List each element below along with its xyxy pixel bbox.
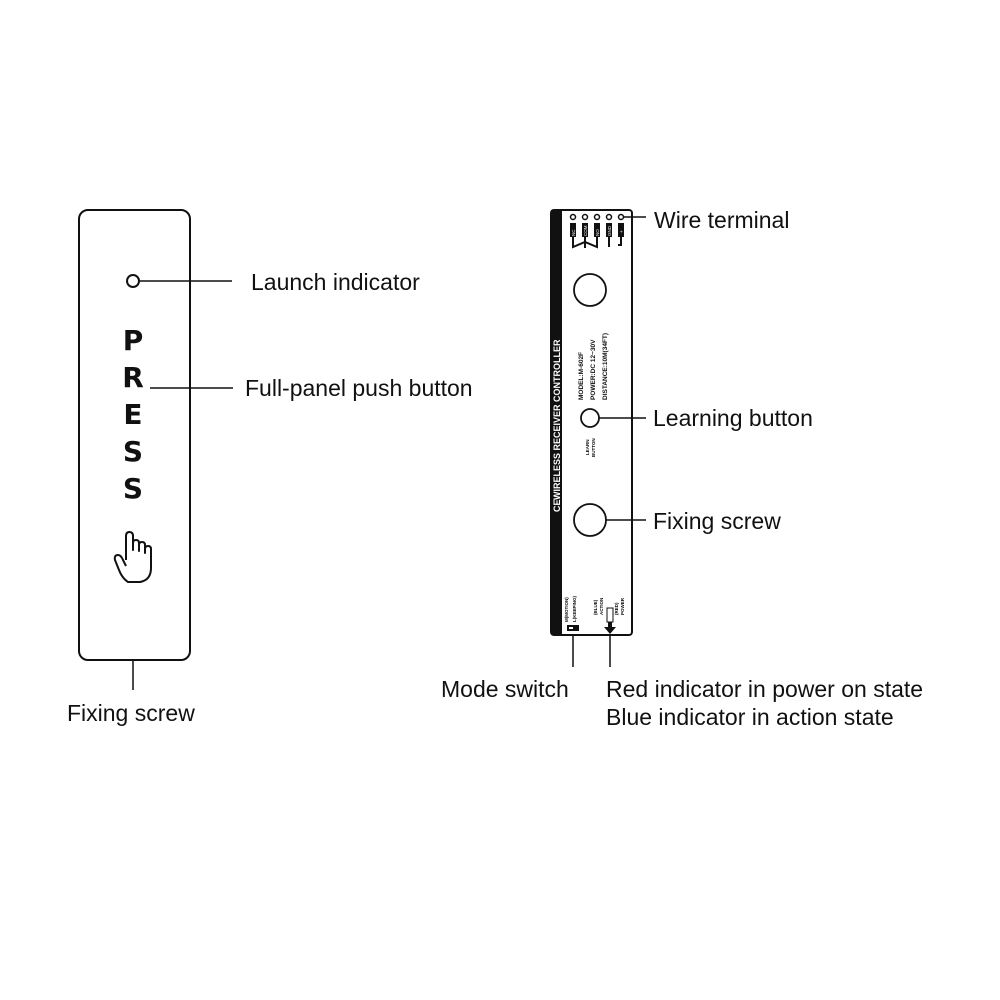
launch-indicator-label: Launch indicator: [251, 269, 420, 295]
push-button-panel: P R E S S: [78, 209, 233, 690]
learn-text: LEARN: [585, 440, 590, 456]
power-text: POWER: [620, 597, 625, 615]
receiver-controller: WIRELESS RECEIVER CONTROLLER CE NC COM N…: [550, 209, 646, 667]
indicator-label-line1: Red indicator in power on state: [606, 676, 923, 702]
receiver-strip: [551, 210, 562, 635]
press-letter: R: [122, 361, 144, 394]
model-text: MODEL:M-602F: [578, 352, 585, 400]
panel-outline: [78, 209, 191, 661]
press-letter: S: [123, 472, 143, 505]
wire-terminal-label: Wire terminal: [654, 207, 789, 233]
terminal-label: NO: [595, 229, 600, 236]
fixing-screw-hole: [573, 503, 607, 537]
ce-mark: CE: [552, 499, 562, 512]
arrow-down-icon: [604, 622, 616, 634]
hand-pointer-icon: [113, 531, 152, 583]
distance-text: DISTANCE:10M(34FT): [602, 333, 609, 400]
receiver-fixing-screw-label: Fixing screw: [653, 508, 781, 534]
mode-text: M(MOTION): [564, 597, 569, 622]
push-button-label: Full-panel push button: [245, 375, 473, 401]
strip-title: WIRELESS RECEIVER CONTROLLER: [552, 339, 562, 500]
indicator-label-line2: Blue indicator in action state: [606, 704, 894, 730]
press-letter: S: [123, 435, 143, 468]
terminal-label: +: [619, 230, 624, 233]
upper-screw-hole: [573, 273, 607, 307]
power-spec-text: POWER:DC 12~30V: [590, 339, 597, 400]
press-letter: P: [123, 324, 144, 357]
wire-terminals: NC COM NO GND +: [569, 213, 625, 249]
learning-button-label: Learning button: [653, 405, 813, 431]
power-text: (RED): [614, 602, 619, 615]
learning-button[interactable]: [580, 408, 600, 428]
mode-switch-label: Mode switch: [441, 676, 569, 702]
terminal-label: COM: [583, 225, 588, 236]
action-text: ACTION: [599, 598, 604, 615]
action-text: (BLUE): [593, 599, 598, 615]
terminal-label: NC: [571, 229, 576, 236]
panel-fixing-screw-label: Fixing screw: [67, 700, 195, 726]
learn-text: BUTTON: [591, 438, 596, 457]
terminal-label: GND: [607, 225, 612, 236]
launch-indicator-led: [126, 274, 140, 288]
indicator-led: [606, 607, 614, 623]
press-letter: E: [123, 398, 142, 431]
mode-text: L(KEEPING): [572, 595, 577, 622]
